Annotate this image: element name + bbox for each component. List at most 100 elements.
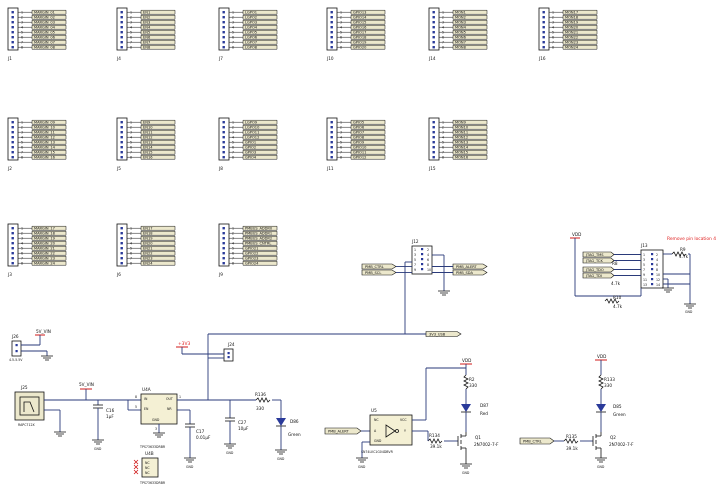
header-pin-number: 4: [552, 26, 554, 30]
header-net-label: [140, 9, 176, 15]
header-net-label: [242, 235, 278, 241]
header-pin-number: 4: [340, 136, 342, 140]
header-pin-number: 6: [130, 36, 132, 40]
r133-ref: R133: [604, 377, 615, 382]
header-net-label: [31, 149, 67, 155]
header-net-text: MARGIN_09: [34, 120, 56, 124]
header-net-text: LGPO5: [245, 30, 257, 34]
c16-ref: C16: [106, 408, 115, 413]
header-pin-dot: [222, 36, 225, 39]
jtag-tms-net-text: JTAG_TMS: [585, 253, 604, 257]
header-net-text: GPIO2: [245, 145, 256, 149]
header-net-label: [452, 9, 488, 15]
header-pin-dot: [432, 156, 435, 159]
header-pin-dot: [11, 126, 14, 129]
j13-pin-dot: [651, 253, 654, 256]
u5-inverter-bubble: [395, 429, 399, 433]
header-net-text: MON22: [565, 35, 578, 39]
header-net-label: [140, 225, 176, 231]
header-net-text: EN2: [143, 15, 150, 19]
header-pin-number: 6: [21, 36, 23, 40]
header-pin-dot: [222, 247, 225, 250]
header-net-text: MARGIN_18: [34, 231, 56, 235]
header-net-label: [242, 124, 278, 130]
r133-zigzag: [598, 374, 604, 390]
header-net-text: MON13: [455, 140, 468, 144]
header-pin-dot: [120, 237, 123, 240]
header-pin-number: 3: [232, 237, 234, 241]
header-pin-dot: [120, 227, 123, 230]
header-net-label: [452, 119, 488, 125]
header-net-label: [31, 44, 67, 50]
header-pin-number: 5: [130, 247, 132, 251]
header-net-text: EN16: [143, 155, 153, 159]
pmb-sda-net-text: PMB_SDA: [456, 271, 474, 275]
header-pin-dot: [11, 16, 14, 19]
net-5v-vin-label-mid: 5V_VIN: [79, 382, 94, 387]
header-ref: J14: [428, 56, 436, 61]
header-net-text: EN15: [143, 150, 153, 154]
header-net-label: [140, 134, 176, 140]
header-pin-dot: [432, 31, 435, 34]
header-pin-dot: [330, 46, 333, 49]
header-pin-number: 7: [130, 41, 132, 45]
header-pin-number: 3: [21, 131, 23, 135]
r2-ref: R2: [469, 377, 475, 382]
header-net-text: GPIO14: [353, 15, 367, 19]
j25-gnd-symbol: [54, 431, 66, 437]
header-net-text: MARGIN_21: [34, 246, 55, 250]
j12-pin-10: 10: [427, 268, 431, 272]
header-body: [116, 117, 128, 161]
header-pin-dot: [222, 131, 225, 134]
header-net-label: [242, 119, 278, 125]
header-pin-number: 4: [232, 136, 234, 140]
header-pin-dot: [11, 36, 14, 39]
u4a-pin-out: OUT: [166, 397, 173, 401]
header-net-text: MARGIN_10: [34, 125, 56, 129]
header-pin-number: 8: [232, 156, 234, 160]
header-pin-number: 8: [552, 46, 554, 50]
header-pin-number: 1: [130, 11, 132, 15]
header-pin-dot: [542, 41, 545, 44]
header-net-label: [31, 225, 67, 231]
header-pin-dot: [120, 136, 123, 139]
j12-pin-9: 9: [414, 268, 416, 272]
header-net-label: [31, 129, 67, 135]
header-net-label: [452, 124, 488, 130]
header-pin-number: 6: [340, 146, 342, 150]
header-net-text: MARGIN_05: [34, 30, 55, 34]
jtag-tdi-net-label: [582, 272, 615, 279]
ctrl-net-pmb-ctrl-label: [519, 437, 555, 445]
header-pin-dot: [330, 136, 333, 139]
header-net-label: [31, 119, 67, 125]
header-net-text: MON5: [455, 30, 466, 34]
header-pin-dot: [222, 257, 225, 260]
header-pin-dot: [432, 146, 435, 149]
j12-pin-column: [421, 248, 424, 271]
c17-value: 0.01μF: [196, 435, 211, 440]
header-net-text: PMBUS_ADDR1: [245, 231, 272, 235]
header-pin-number: 7: [442, 151, 444, 155]
header-pin-dot: [432, 21, 435, 24]
header-pin-dot: [120, 21, 123, 24]
header-pin-dot: [432, 16, 435, 19]
j26-pin-dot: [15, 350, 18, 353]
d86-gnd-symbol: [275, 449, 287, 455]
header-pin-number: 4: [232, 26, 234, 30]
j25-barrel-contact: [23, 401, 35, 413]
j13-pin-3: 3: [643, 258, 645, 262]
j13-pin-10: 10: [656, 273, 660, 277]
header-net-text: MARGIN_04: [34, 25, 56, 29]
header-pin-dot: [11, 11, 14, 14]
header-pin-dot: [11, 131, 14, 134]
header-pin-dot: [222, 26, 225, 29]
header-ref: J7: [218, 56, 223, 61]
header-net-label: [242, 154, 278, 160]
header-net-text: EN11: [143, 130, 153, 134]
header-body: [428, 7, 440, 51]
q1-mosfet: [457, 432, 467, 464]
